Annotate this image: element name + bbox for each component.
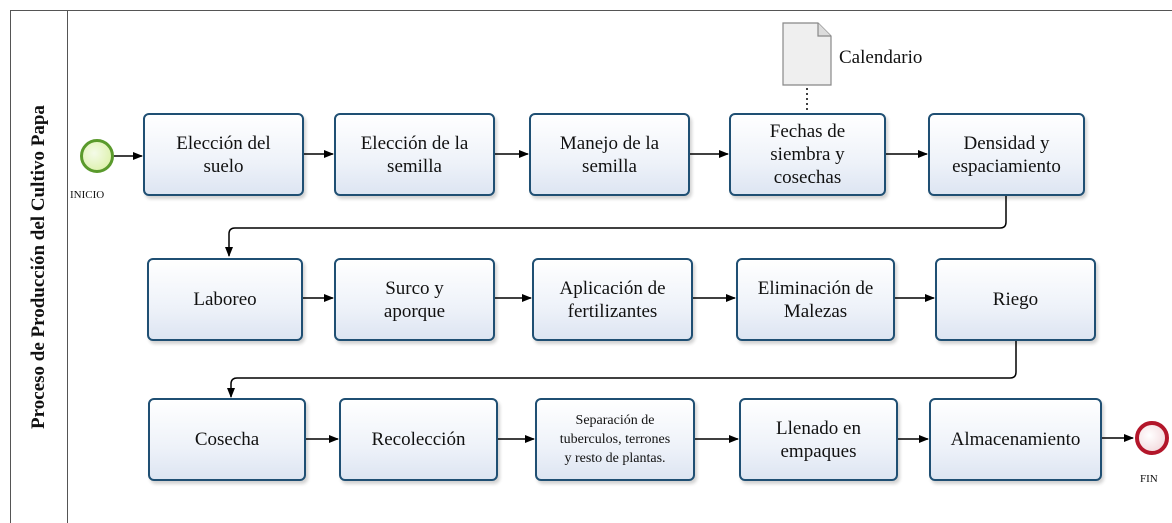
lane-divider (67, 10, 68, 523)
calendario-label: Calendario (839, 47, 923, 68)
pool (10, 10, 1172, 523)
task-laboreo[interactable]: Laboreo (147, 258, 303, 341)
start-event[interactable] (80, 139, 114, 173)
lane-title-text: Proceso de Producción del Cultivo Papa (27, 104, 49, 429)
task-riego[interactable]: Riego (935, 258, 1096, 341)
end-event[interactable] (1135, 421, 1169, 455)
task-eleccion-suelo[interactable]: Elección del suelo (143, 113, 304, 196)
task-almacenamiento[interactable]: Almacenamiento (929, 398, 1102, 481)
task-llenado-empaques[interactable]: Llenado en empaques (739, 398, 898, 481)
task-eliminacion-malezas[interactable]: Eliminación de Malezas (736, 258, 895, 341)
task-surco-aporque[interactable]: Surco y aporque (334, 258, 495, 341)
task-eleccion-semilla[interactable]: Elección de la semilla (334, 113, 495, 196)
task-densidad-espaciamiento[interactable]: Densidad y espaciamiento (928, 113, 1085, 196)
task-aplicacion-fertilizantes[interactable]: Aplicación de fertilizantes (532, 258, 693, 341)
task-separacion-tuberculos[interactable]: Separación de tuberculos, terrones y res… (535, 398, 695, 481)
task-recoleccion[interactable]: Recolección (339, 398, 498, 481)
lane-title: Proceso de Producción del Cultivo Papa (10, 10, 67, 523)
document-icon (782, 22, 832, 86)
end-event-label: FIN (1140, 473, 1158, 485)
task-manejo-semilla[interactable]: Manejo de la semilla (529, 113, 690, 196)
task-fechas-siembra[interactable]: Fechas de siembra y cosechas (729, 113, 886, 196)
start-event-label: INICIO (70, 189, 105, 201)
task-cosecha[interactable]: Cosecha (148, 398, 306, 481)
